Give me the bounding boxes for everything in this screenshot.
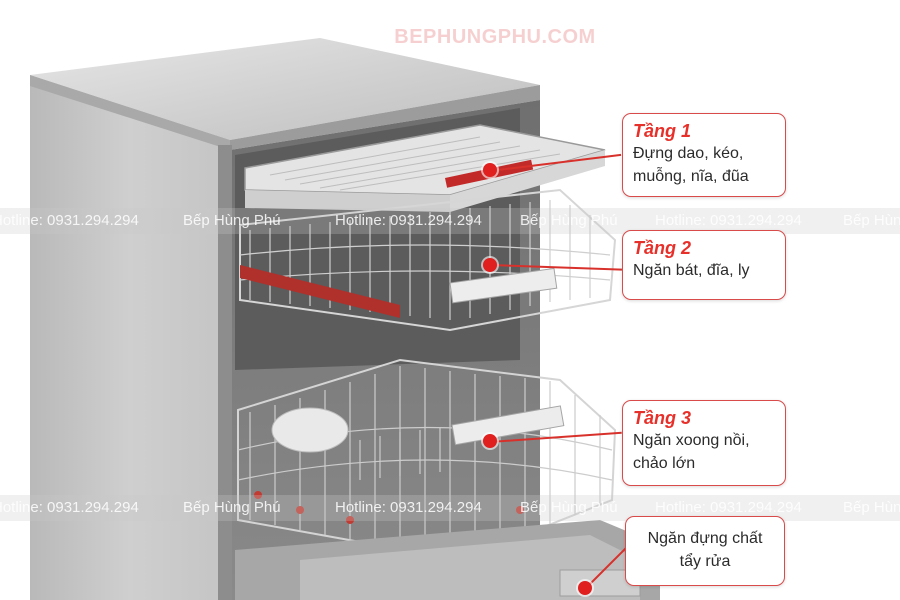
hotline-text: Hotline: 0931.294.294 [655, 212, 802, 229]
hotline-watermark-strip-upper: Hotline: 0931.294.294 Bếp Hùng Phú Hotli… [0, 208, 900, 234]
marker-dot-tier-1 [483, 163, 497, 177]
callout-line: Ngăn bát, đĩa, ly [633, 262, 750, 279]
callout-title: Tầng 1 [633, 121, 692, 141]
callout-tier-1: Tầng 1 Đựng dao, kéo, muỗng, nĩa, đũa [622, 113, 786, 197]
brand-text: Bếp Hùng [843, 212, 900, 229]
brand-text: Bếp Hùng Phú [520, 499, 618, 516]
callout-title: Tầng 2 [633, 238, 692, 258]
marker-dot-tier-2 [483, 258, 497, 272]
callout-line: Đựng dao, kéo, [633, 145, 744, 162]
brand-text: Bếp Hùng [843, 499, 900, 516]
callout-line: muỗng, nĩa, đũa [633, 168, 749, 185]
callout-title: Tầng 3 [633, 408, 692, 428]
callout-detergent-compartment: Ngăn đựng chất tẩy rửa [625, 516, 785, 586]
hotline-text: Hotline: 0931.294.294 [335, 499, 482, 516]
callout-line: chảo lớn [633, 455, 696, 472]
marker-dot-detergent [578, 581, 592, 595]
hotline-text: Hotline: 0931.294.294 [0, 499, 139, 516]
callout-line: Ngăn xoong nồi, [633, 432, 750, 449]
marker-dot-tier-3 [483, 434, 497, 448]
hotline-text: Hotline: 0931.294.294 [0, 212, 139, 229]
callout-tier-3: Tầng 3 Ngăn xoong nồi, chảo lớn [622, 400, 786, 486]
hotline-text: Hotline: 0931.294.294 [655, 499, 802, 516]
watermark-text: BEPHUNGPHU.COM [394, 26, 596, 48]
hotline-text: Hotline: 0931.294.294 [335, 212, 482, 229]
callout-tier-2: Tầng 2 Ngăn bát, đĩa, ly [622, 230, 786, 300]
callout-line: tẩy rửa [679, 553, 731, 570]
brand-text: Bếp Hùng Phú [520, 212, 618, 229]
brand-text: Bếp Hùng Phú [183, 499, 281, 516]
brand-text: Bếp Hùng Phú [183, 212, 281, 229]
callout-line: Ngăn đựng chất [647, 530, 763, 547]
